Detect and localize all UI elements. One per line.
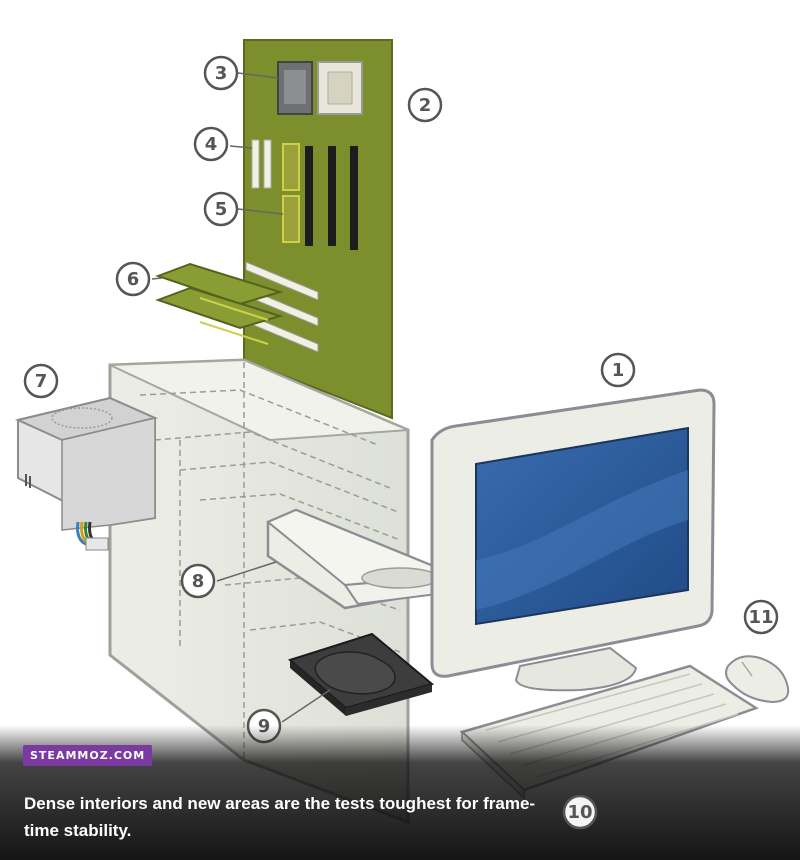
black-slot [305,146,313,246]
svg-text:1: 1 [612,360,625,381]
callout-power-supply: 7 [23,363,59,399]
psu-fan-vent [51,407,113,429]
memory-slot [263,139,272,189]
power-supply [14,396,159,551]
disc [361,567,439,589]
caption-text: Dense interiors and new areas are the te… [24,794,536,840]
monitor-screen [475,426,689,626]
ram-module [282,195,300,243]
hard-drive [287,632,435,716]
callout-expansion-cards: 6 [115,261,151,297]
callout-ram-modules: 5 [203,191,239,227]
svg-text:7: 7 [35,371,48,392]
mouse [725,655,790,704]
callout-cpu: 3 [203,55,239,91]
black-slot [350,146,358,250]
computer-case [108,358,410,825]
brand-badge[interactable]: STEAMMOZ.COM [23,745,153,766]
callout-motherboard: 2 [407,87,443,123]
expansion-cards [155,262,284,345]
svg-text:8: 8 [192,571,205,592]
svg-text:11: 11 [748,607,773,628]
callout-memory-slots: 4 [193,126,229,162]
motherboard [243,39,393,420]
monitor-stand [514,646,638,692]
svg-text:6: 6 [127,269,140,290]
black-slot [328,146,336,246]
ram-module [282,143,300,191]
memory-slot [251,139,260,189]
monitor [430,388,716,692]
svg-text:2: 2 [419,95,432,116]
optical-drive [266,508,471,610]
callout-monitor: 1 [600,352,636,388]
callout-mouse: 11 [743,599,779,635]
svg-text:4: 4 [205,134,218,155]
pci-slot [245,261,319,301]
svg-text:5: 5 [215,199,228,220]
svg-text:3: 3 [215,63,228,84]
callout-optical-drive: 8 [180,563,216,599]
